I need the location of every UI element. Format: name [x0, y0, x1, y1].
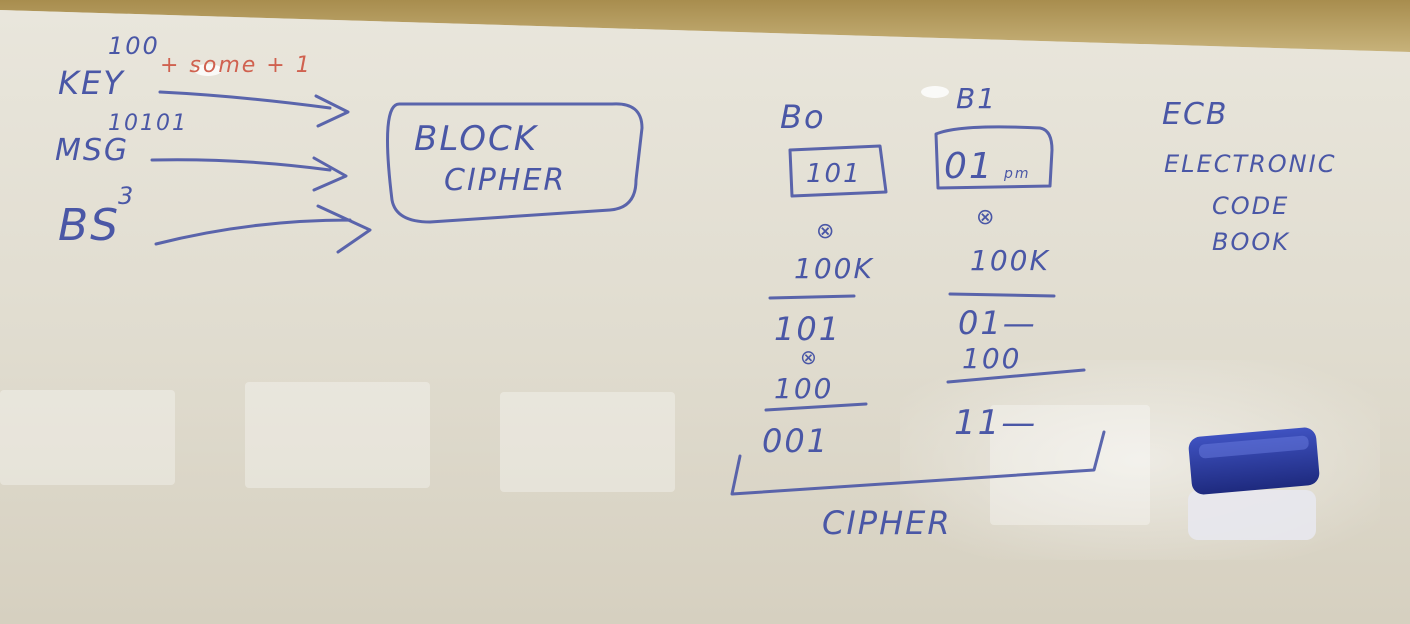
- ecb-line4: BOOK: [1212, 228, 1290, 256]
- b0-key2: 100: [774, 372, 833, 405]
- eraser: [1188, 427, 1320, 540]
- msg-arrow: [150, 156, 348, 192]
- key-value: 100: [108, 32, 160, 60]
- b1-key2: 100: [962, 342, 1021, 375]
- ecb-line3: CODE: [1212, 192, 1289, 220]
- b1-box-value: 01: [944, 146, 994, 187]
- key-label: KEY: [58, 64, 125, 102]
- b1-key1: 100K: [970, 244, 1050, 277]
- b1-box-suffix: pm: [1003, 166, 1031, 182]
- block-b0: Bo 101 ⊗ 100K 101 ⊗ 100 001: [762, 98, 888, 460]
- b1-label: B1: [956, 82, 997, 115]
- b0-box-value: 101: [806, 159, 862, 189]
- b0-line1: [768, 294, 856, 300]
- ecb-line2: ELECTRONIC: [1164, 150, 1336, 178]
- b0-xor2: ⊗: [800, 345, 819, 369]
- msg-value: 10101: [108, 111, 188, 136]
- b1-box: [934, 125, 1054, 190]
- block-cipher-line1: BLOCK: [414, 119, 539, 159]
- b0-label: Bo: [780, 98, 826, 136]
- key-arrow: [158, 90, 350, 128]
- b0-key1: 100K: [794, 252, 874, 285]
- b1-line1: [948, 292, 1056, 298]
- ecb-line1: ECB: [1162, 97, 1228, 132]
- b1-line2: [946, 368, 1086, 384]
- msg-label: MSG: [55, 133, 129, 168]
- b0-xor1: ⊗: [816, 219, 836, 244]
- left-notes: 100 + some + 1 KEY 10101 MSG BS 3 BLOCK …: [55, 32, 644, 254]
- key-value-red: + some + 1: [160, 53, 312, 78]
- cipher-bracket: [730, 430, 1106, 496]
- b0-result2: 001: [762, 422, 829, 460]
- bs-label: BS: [58, 200, 120, 251]
- bs-arrow: [154, 204, 372, 254]
- b0-result1: 101: [774, 310, 841, 348]
- b1-result2: 11—: [954, 403, 1037, 443]
- b0-box: [788, 144, 888, 198]
- bs-exponent: 3: [118, 182, 135, 210]
- ecb-notes: ECB ELECTRONIC CODE BOOK: [1162, 97, 1336, 256]
- block-cipher-box: [386, 102, 644, 224]
- b0-line2: [764, 402, 868, 412]
- b1-result1: 01—: [958, 304, 1037, 342]
- board-frame: [0, 0, 1410, 52]
- block-cipher-line2: CIPHER: [444, 163, 566, 198]
- cipher-bracket-label: CIPHER: [822, 504, 952, 542]
- block-b1: B1 01 pm ⊗ 100K 01— 100 11— CIPHER: [730, 82, 1106, 542]
- b1-xor1: ⊗: [976, 205, 996, 230]
